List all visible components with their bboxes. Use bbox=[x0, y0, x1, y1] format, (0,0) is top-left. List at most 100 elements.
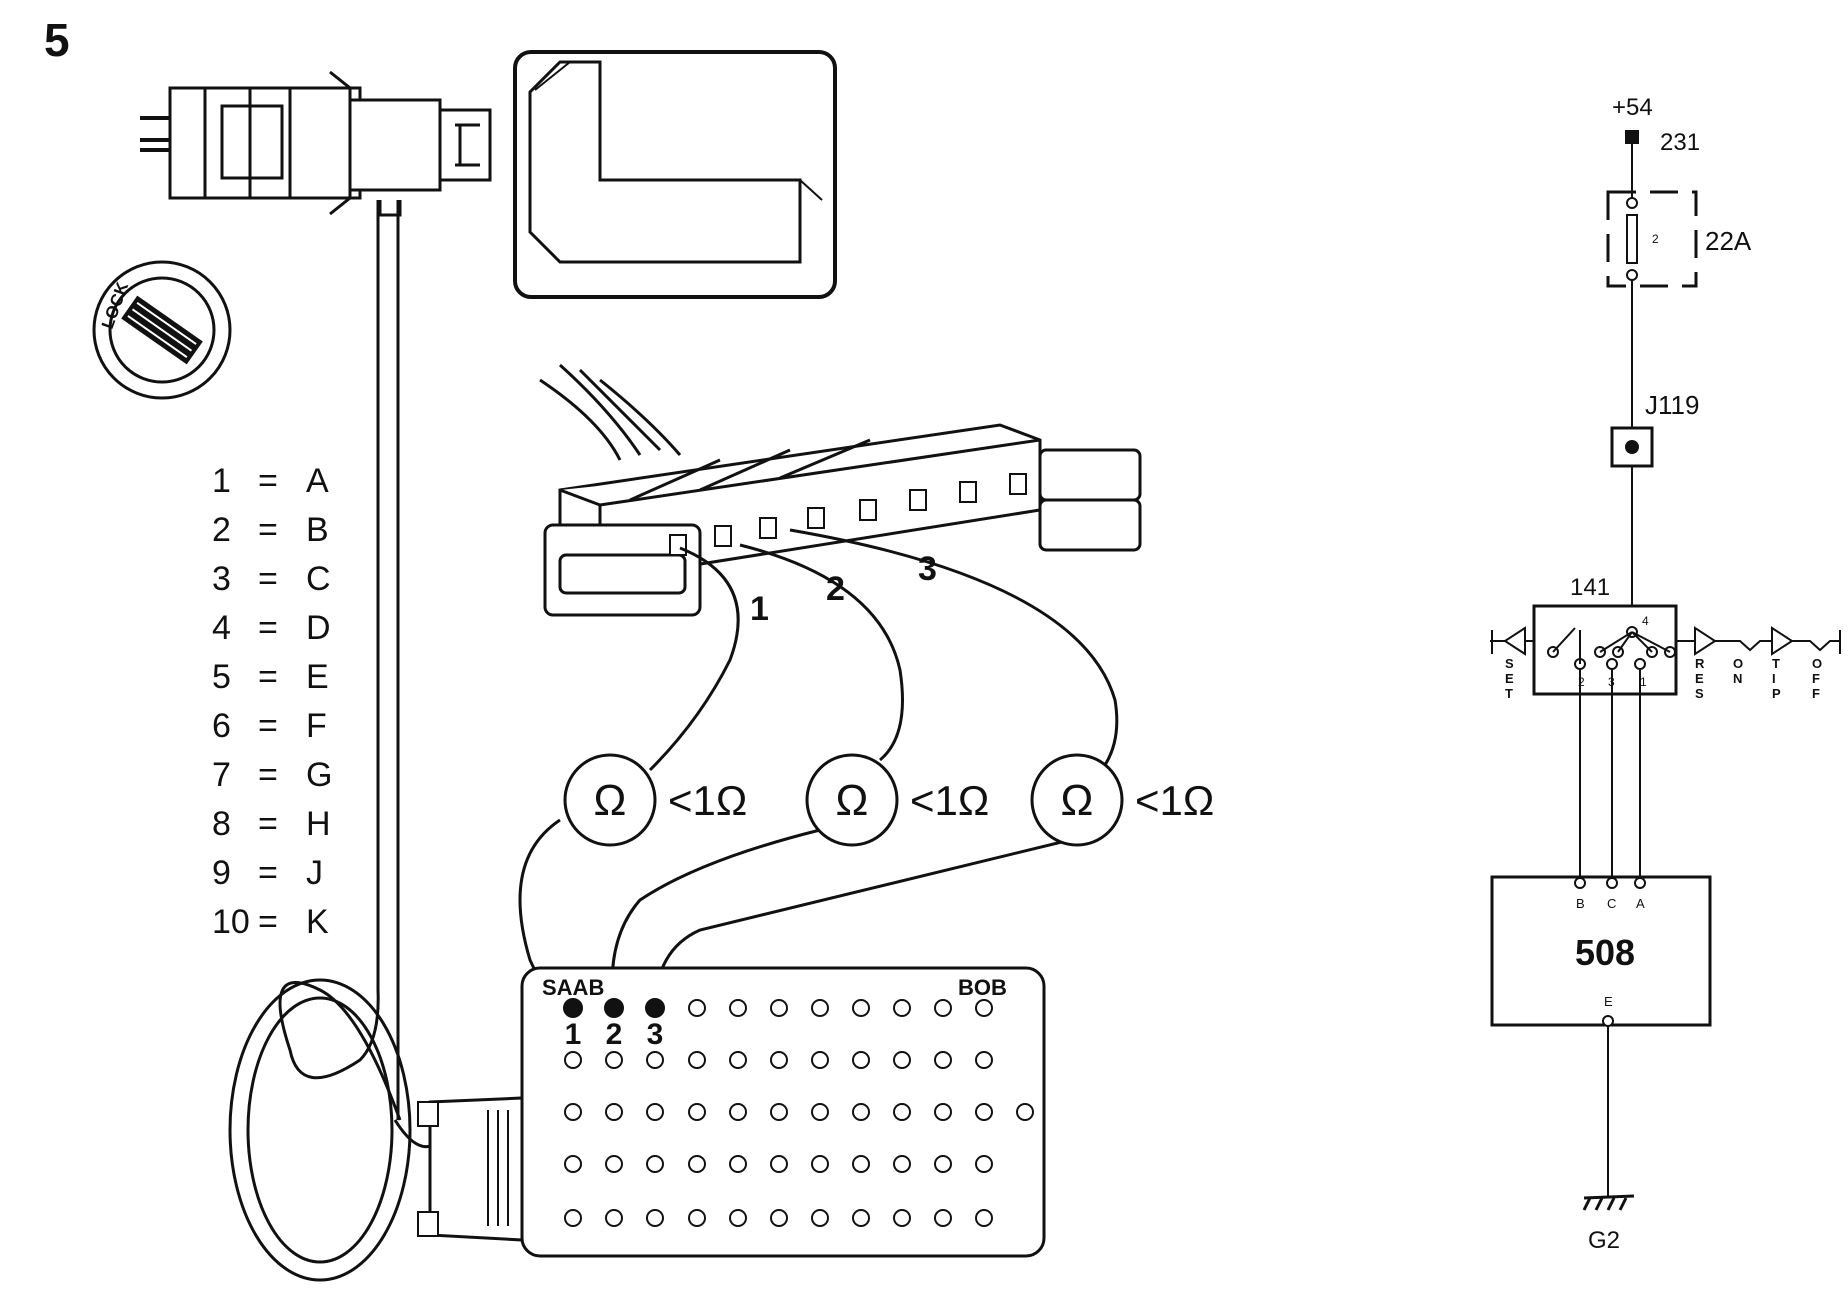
switch-position-letter: T bbox=[1772, 656, 1780, 671]
pin-map-pin: 4 bbox=[212, 609, 231, 647]
pin-map-letter: J bbox=[306, 854, 323, 892]
switch-position-letter: O bbox=[1733, 656, 1743, 671]
bob-socket bbox=[564, 1209, 582, 1227]
module-label: 508 bbox=[1575, 932, 1635, 973]
control-module bbox=[513, 50, 837, 299]
figure-number: 5 bbox=[44, 14, 70, 66]
bob-socket bbox=[729, 1155, 747, 1173]
connector-pin-3: 3 bbox=[918, 550, 937, 588]
bob-socket bbox=[646, 1103, 664, 1121]
ground-symbol bbox=[1582, 1194, 1635, 1211]
supply-terminal bbox=[1625, 130, 1639, 144]
pin-map-equals: = bbox=[258, 903, 278, 941]
set-letter: S bbox=[1505, 656, 1514, 671]
switch-position-letter: S bbox=[1695, 686, 1704, 701]
switch-position-letter: R bbox=[1695, 656, 1705, 671]
breakout-box: SAAB BOB 1 2 3 bbox=[417, 966, 1046, 1258]
pin-map-equals: = bbox=[258, 805, 278, 843]
bob-socket bbox=[688, 1051, 706, 1069]
module-terminal-a: A bbox=[1636, 896, 1645, 911]
pin-map-equals: = bbox=[258, 658, 278, 696]
pin-map-list: 1=A2=B3=C4=D5=E6=F7=G8=H9=J10=K bbox=[212, 462, 332, 941]
bob-pin-1: 1 bbox=[565, 1018, 582, 1051]
connector-pin-slots bbox=[669, 473, 1027, 556]
pin-map-pin: 3 bbox=[212, 560, 231, 598]
pin-map-pin: 5 bbox=[212, 658, 231, 696]
pin-map-equals: = bbox=[258, 609, 278, 647]
pin-map-pin: 1 bbox=[212, 462, 231, 500]
pin-map-letter: B bbox=[306, 511, 329, 549]
fuse-number: 2 bbox=[1652, 232, 1659, 246]
meter-reading-3: <1Ω bbox=[1135, 777, 1214, 824]
pin-map-letter: A bbox=[306, 462, 329, 500]
switch-position-letter: P bbox=[1772, 686, 1781, 701]
pin-map-letter: F bbox=[306, 707, 327, 745]
bob-test-socket bbox=[645, 998, 665, 1018]
pin-map-equals: = bbox=[258, 560, 278, 598]
fuse-label: 22A bbox=[1705, 226, 1752, 256]
bob-socket bbox=[934, 1209, 952, 1227]
ohmmeter-2: Ω <1Ω bbox=[805, 753, 989, 847]
pin-map-letter: C bbox=[306, 560, 331, 598]
bob-socket bbox=[975, 1155, 993, 1173]
bob-socket bbox=[893, 1209, 911, 1227]
diagnostic-cable bbox=[228, 200, 442, 1282]
switch-terminal-1: 1 bbox=[1640, 675, 1647, 689]
pin-map-letter: H bbox=[306, 805, 331, 843]
bob-socket bbox=[852, 1155, 870, 1173]
bob-socket-grid bbox=[563, 998, 1034, 1227]
bob-socket bbox=[811, 1103, 829, 1121]
bob-socket bbox=[729, 1051, 747, 1069]
ohmmeter-3: Ω <1Ω bbox=[1030, 753, 1214, 847]
fuse-symbol bbox=[1626, 214, 1638, 264]
control-module-508 bbox=[1490, 875, 1712, 1027]
bob-pin-2: 2 bbox=[606, 1018, 623, 1051]
bob-socket bbox=[975, 1209, 993, 1227]
meter-reading-2: <1Ω bbox=[910, 777, 989, 824]
bob-socket bbox=[770, 1155, 788, 1173]
module-terminal-b: B bbox=[1576, 896, 1585, 911]
bob-socket bbox=[564, 1155, 582, 1173]
switch-position-letter: N bbox=[1733, 671, 1742, 686]
module-ground-terminal: E bbox=[1604, 994, 1613, 1009]
bob-brand: SAAB bbox=[542, 975, 604, 1000]
switch-label: 141 bbox=[1570, 574, 1610, 601]
bob-test-socket bbox=[604, 998, 624, 1018]
bob-socket bbox=[975, 1103, 993, 1121]
bob-socket bbox=[688, 999, 706, 1017]
ohm-symbol-1: Ω bbox=[594, 776, 627, 825]
meter-reading-1: <1Ω bbox=[668, 777, 747, 824]
bob-socket bbox=[934, 1103, 952, 1121]
pin-map-pin: 9 bbox=[212, 854, 231, 892]
set-letter: E bbox=[1505, 671, 1514, 686]
pin-map-pin: 10 bbox=[212, 903, 250, 941]
switch-position-letter: O bbox=[1812, 656, 1822, 671]
bob-socket bbox=[770, 1209, 788, 1227]
module-terminal-c: C bbox=[1607, 896, 1616, 911]
bob-socket bbox=[893, 1103, 911, 1121]
bob-socket bbox=[646, 1051, 664, 1069]
ignition-lock: LOCK bbox=[92, 260, 232, 400]
bob-socket bbox=[688, 1103, 706, 1121]
bob-socket bbox=[975, 999, 993, 1017]
bob-test-socket bbox=[563, 998, 583, 1018]
ohm-symbol-3: Ω bbox=[1061, 776, 1094, 825]
bob-socket bbox=[564, 1103, 582, 1121]
bob-socket bbox=[605, 1051, 623, 1069]
diagnostic-connector bbox=[140, 70, 492, 217]
pin-map-letter: E bbox=[306, 658, 329, 696]
bob-socket bbox=[852, 1209, 870, 1227]
bob-socket bbox=[1016, 1103, 1034, 1121]
supply-label: +54 bbox=[1612, 94, 1653, 121]
bob-socket bbox=[852, 1051, 870, 1069]
bob-socket bbox=[605, 1103, 623, 1121]
bob-pin-3: 3 bbox=[647, 1018, 664, 1051]
bob-socket bbox=[934, 999, 952, 1017]
set-letter: T bbox=[1505, 686, 1513, 701]
bob-socket bbox=[811, 1209, 829, 1227]
bob-socket bbox=[934, 1155, 952, 1173]
bob-socket bbox=[893, 1051, 911, 1069]
pin-map-equals: = bbox=[258, 462, 278, 500]
bob-socket bbox=[852, 1103, 870, 1121]
